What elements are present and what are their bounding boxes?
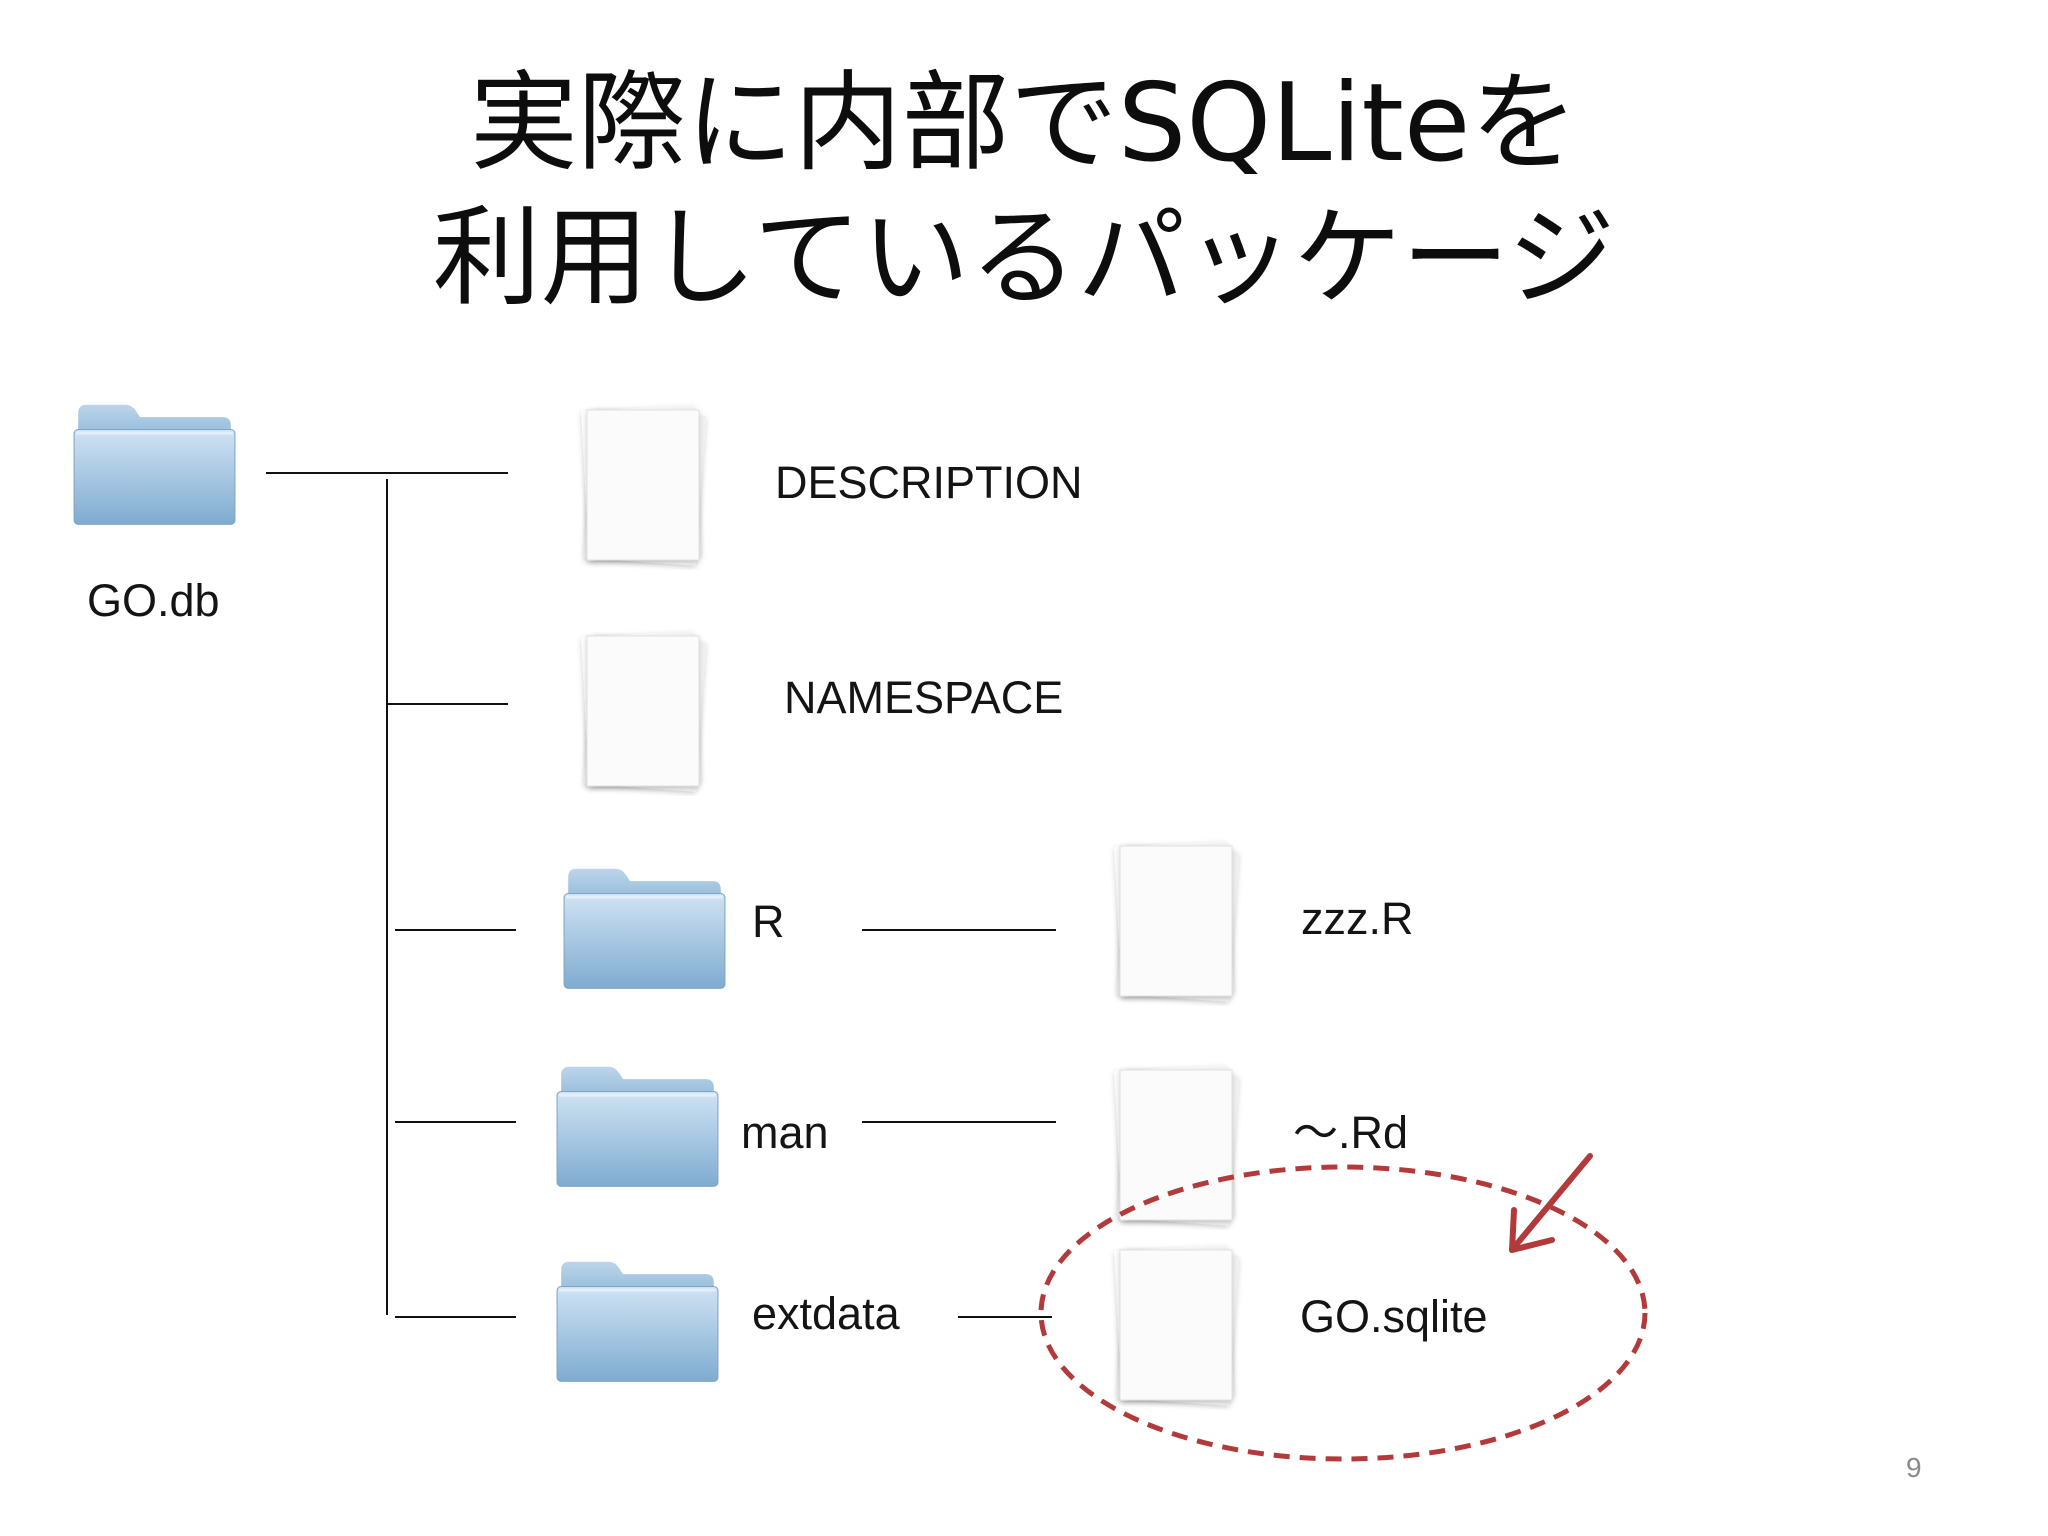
extdata-folder-icon[interactable] [556, 1261, 719, 1382]
zzz-r-label: zzz.R [1301, 893, 1414, 944]
connector-lines [266, 472, 1056, 1318]
description-document-icon[interactable] [581, 405, 706, 566]
root-folder-label: GO.db [87, 575, 220, 626]
r-folder-icon[interactable] [563, 868, 726, 989]
slide-number: 9 [1906, 1452, 1922, 1483]
r-folder-label: R [752, 896, 785, 947]
description-label: DESCRIPTION [775, 457, 1083, 508]
title-line-2: 利用しているパッケージ [432, 196, 1616, 321]
go-sqlite-label: GO.sqlite [1300, 1291, 1488, 1342]
namespace-label: NAMESPACE [784, 672, 1064, 723]
go-sqlite-document-icon[interactable] [1114, 1245, 1239, 1406]
man-folder-icon[interactable] [556, 1066, 719, 1187]
rd-document-icon[interactable] [1114, 1065, 1239, 1226]
highlight-arrow-icon [1509, 1153, 1593, 1253]
man-folder-label: man [741, 1107, 829, 1158]
namespace-document-icon[interactable] [581, 631, 706, 792]
extdata-folder-label: extdata [752, 1288, 900, 1339]
zzz-r-document-icon[interactable] [1114, 841, 1239, 1002]
root-folder-icon[interactable] [73, 404, 236, 525]
title-line-1: 実際に内部でSQLiteを [469, 61, 1579, 186]
highlight-dashed-ellipse [1038, 1164, 1648, 1462]
rd-label: ～.Rd [1293, 1107, 1409, 1158]
